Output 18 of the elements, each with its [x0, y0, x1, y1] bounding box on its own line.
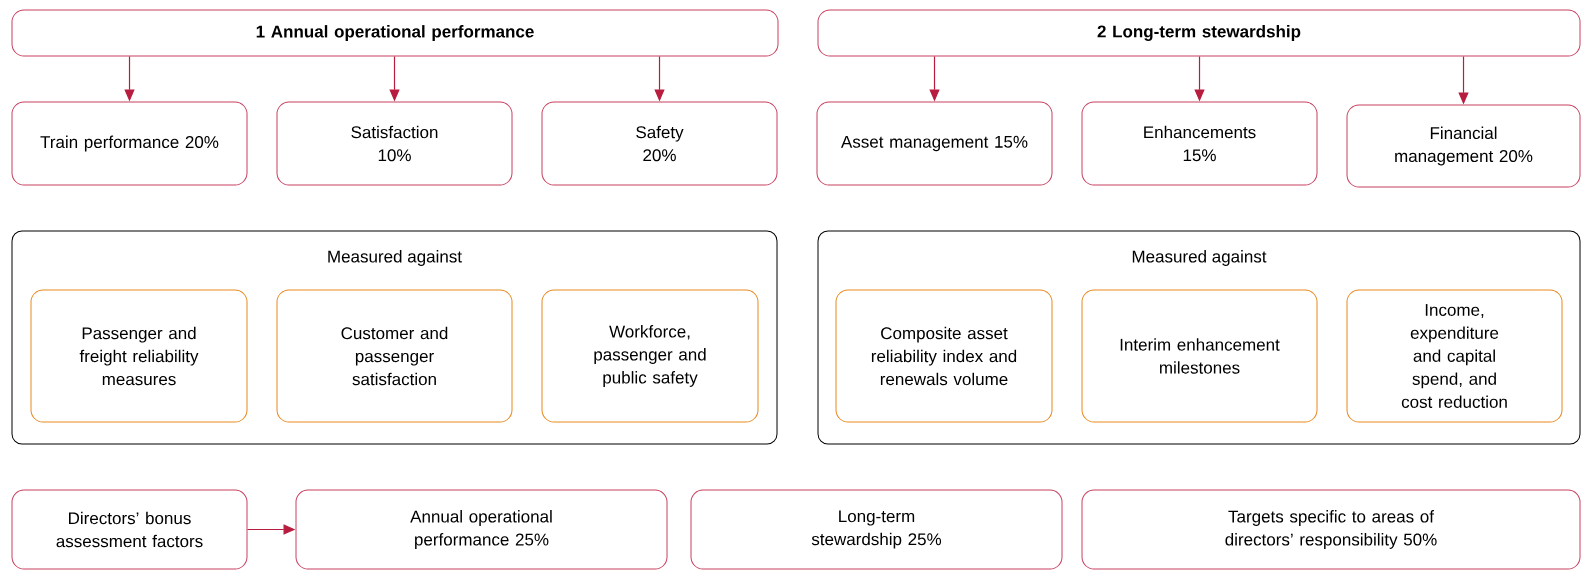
heading-box: 1 Annual operational performance	[11, 9, 779, 57]
measure-box: Composite asset reliability index and renewals volume	[835, 289, 1053, 423]
category-box: Train performance 20%	[11, 101, 248, 186]
measure-box: Interim enhancement milestones	[1081, 289, 1318, 423]
category-box: Safety 20%	[541, 101, 778, 186]
category-box: Financial management 20%	[1346, 104, 1581, 188]
heading-box: 2 Long-term stewardship	[817, 9, 1581, 57]
measure-box: Customer and passenger satisfaction	[276, 289, 513, 423]
measure-box: Income, expenditure and capital spend, and cost reduction	[1346, 289, 1563, 423]
category-box: Annual operational performance 25%	[295, 489, 668, 570]
category-box: Targets specific to areas of directors’ responsibility 50%	[1081, 489, 1581, 570]
category-box: Directors’ bonus assessment factors	[11, 489, 248, 570]
category-box: Satisfaction 10%	[276, 101, 513, 186]
measure-box: Workforce, passenger and public safety	[541, 289, 759, 423]
category-box: Asset management 15%	[816, 101, 1053, 186]
category-box: Enhancements 15%	[1081, 101, 1318, 186]
category-box: Long-term stewardship 25%	[690, 489, 1063, 570]
measure-box: Passenger and freight reliability measures	[30, 289, 248, 423]
